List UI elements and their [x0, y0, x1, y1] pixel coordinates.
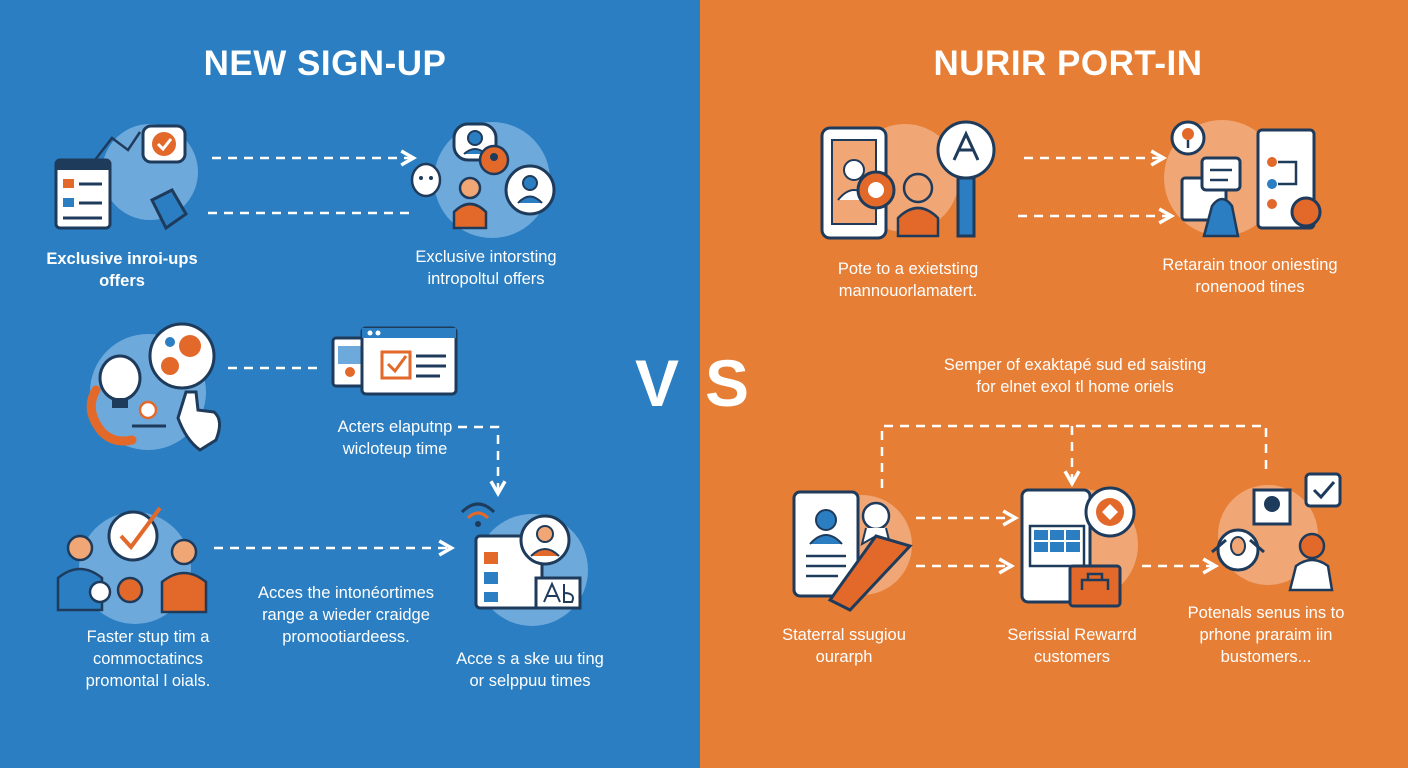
number-port-in-title: NURIR PORT-IN	[933, 44, 1203, 83]
caption-faster-setup: Faster stup tim a commoctatincs promonta…	[85, 628, 211, 690]
caption-access-setup: Acters elaputnp wicloteup time	[337, 418, 453, 458]
chat-bubbles-icon	[410, 122, 556, 238]
caption-semper: Semper of exaktapé sud ed saisting for e…	[943, 356, 1207, 396]
caption-potenals: Potenals senus ins to prhone praraim iin…	[1187, 604, 1345, 666]
number-port-in-panel	[700, 0, 1408, 768]
left-connectors	[208, 158, 498, 548]
customer-check-icon	[1211, 472, 1342, 592]
arrow-connector	[458, 425, 498, 490]
caption-retain-existing: Retarain tnoor oniesting ronenood tines	[1162, 256, 1338, 296]
checklist-icon	[54, 124, 198, 231]
right-connectors	[880, 158, 1268, 566]
caption-pote-existing: Pote to a exietsting mannouorlamatert.	[837, 260, 979, 300]
id-card-icon	[792, 490, 913, 612]
vs-label: VS	[634, 346, 776, 420]
caption-reward: Serissial Rewarrd customers	[1007, 626, 1137, 666]
lightbulb-touch-icon	[86, 322, 221, 452]
tablet-reward-icon	[1020, 486, 1138, 608]
new-signup-title: NEW SIGN-UP	[203, 44, 447, 83]
caption-exclusive-offers-1: Exclusive inroi-ups offers	[46, 250, 198, 290]
caption-stateral: Staterral ssugiou ourarph	[782, 626, 906, 666]
caption-access-range: Acces the intonéortimes range a wieder c…	[257, 584, 435, 646]
caption-exclusive-offers-2: Exclusive intorsting intropoltul offers	[415, 248, 557, 288]
dashed-connector	[880, 424, 1268, 488]
caption-access-sake: Acce s a ske uu ting or selppuu times	[456, 650, 604, 690]
wifi-dashboard-icon	[460, 502, 588, 626]
browser-window-icon	[331, 326, 458, 396]
team-checkmark-icon	[56, 506, 208, 624]
phone-profile-icon	[820, 120, 996, 240]
documents-network-icon	[1164, 120, 1322, 238]
